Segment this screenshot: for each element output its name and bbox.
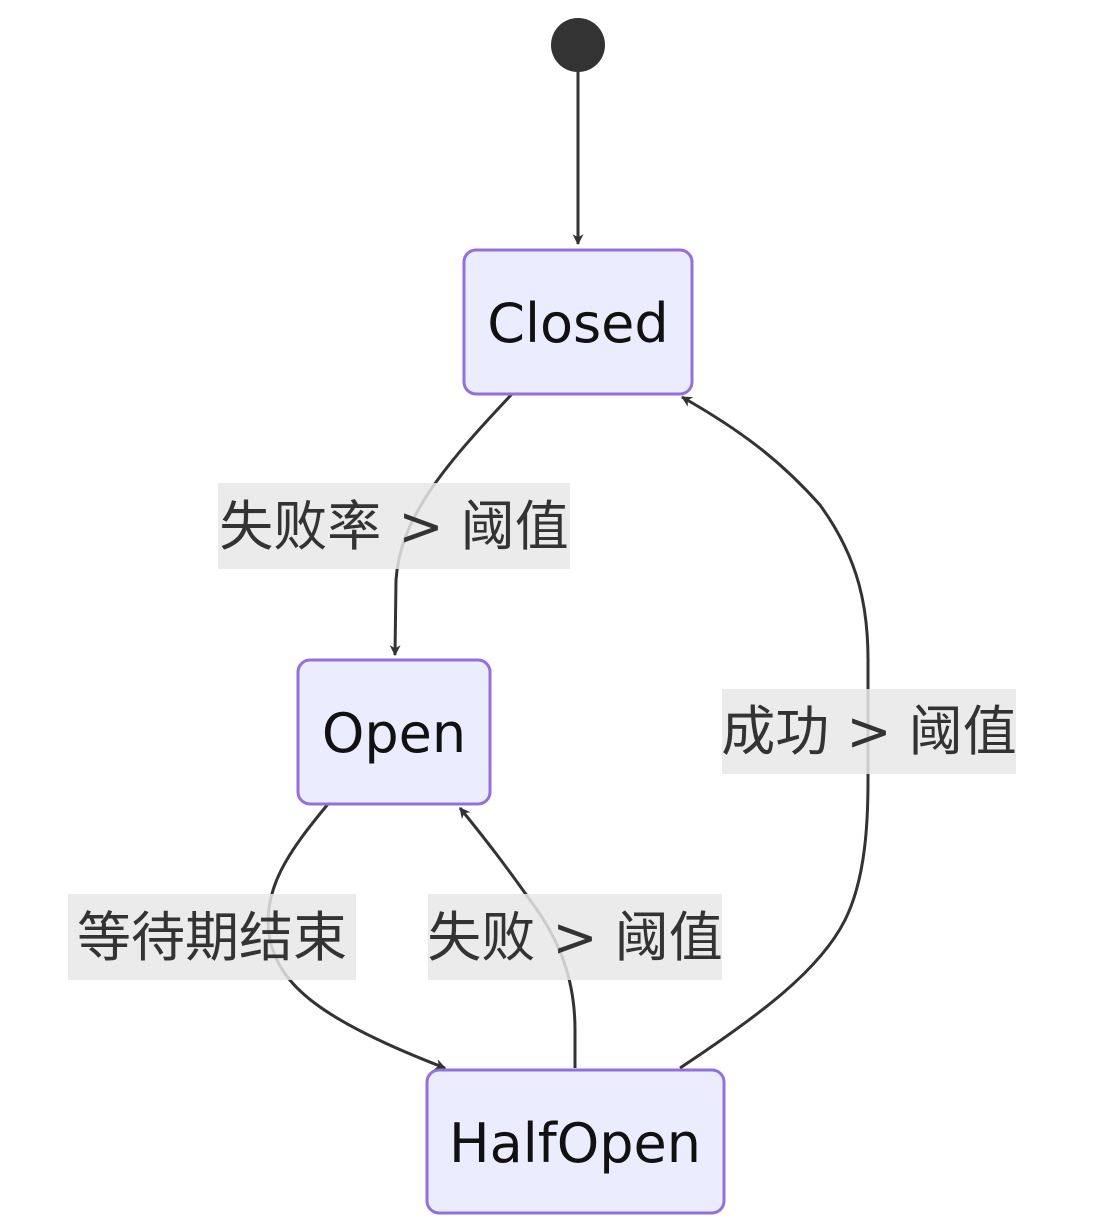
- edge-label-text: 失败率 > 阈值: [219, 495, 569, 558]
- edge-label-text: 成功 > 阈值: [721, 700, 1017, 763]
- edge-label-halfopen-to-closed: 成功 > 阈值: [721, 689, 1017, 774]
- state-label: Closed: [487, 292, 668, 355]
- start-node: [551, 18, 605, 72]
- state-open[interactable]: Open: [296, 658, 492, 806]
- state-label: HalfOpen: [449, 1112, 701, 1175]
- edge-label-text: 等待期结束: [77, 906, 347, 969]
- edge-label-text: 失败 > 阈值: [427, 906, 723, 969]
- state-label: Open: [322, 702, 466, 765]
- edge-label-closed-to-open: 失败率 > 阈值: [218, 483, 570, 569]
- edge-halfopen-to-closed: [679, 395, 870, 1070]
- state-closed[interactable]: Closed: [462, 248, 694, 396]
- edge-label-halfopen-to-open: 失败 > 阈值: [427, 894, 723, 980]
- state-halfopen[interactable]: HalfOpen: [425, 1068, 726, 1215]
- edge-label-open-to-halfopen: 等待期结束: [68, 894, 356, 980]
